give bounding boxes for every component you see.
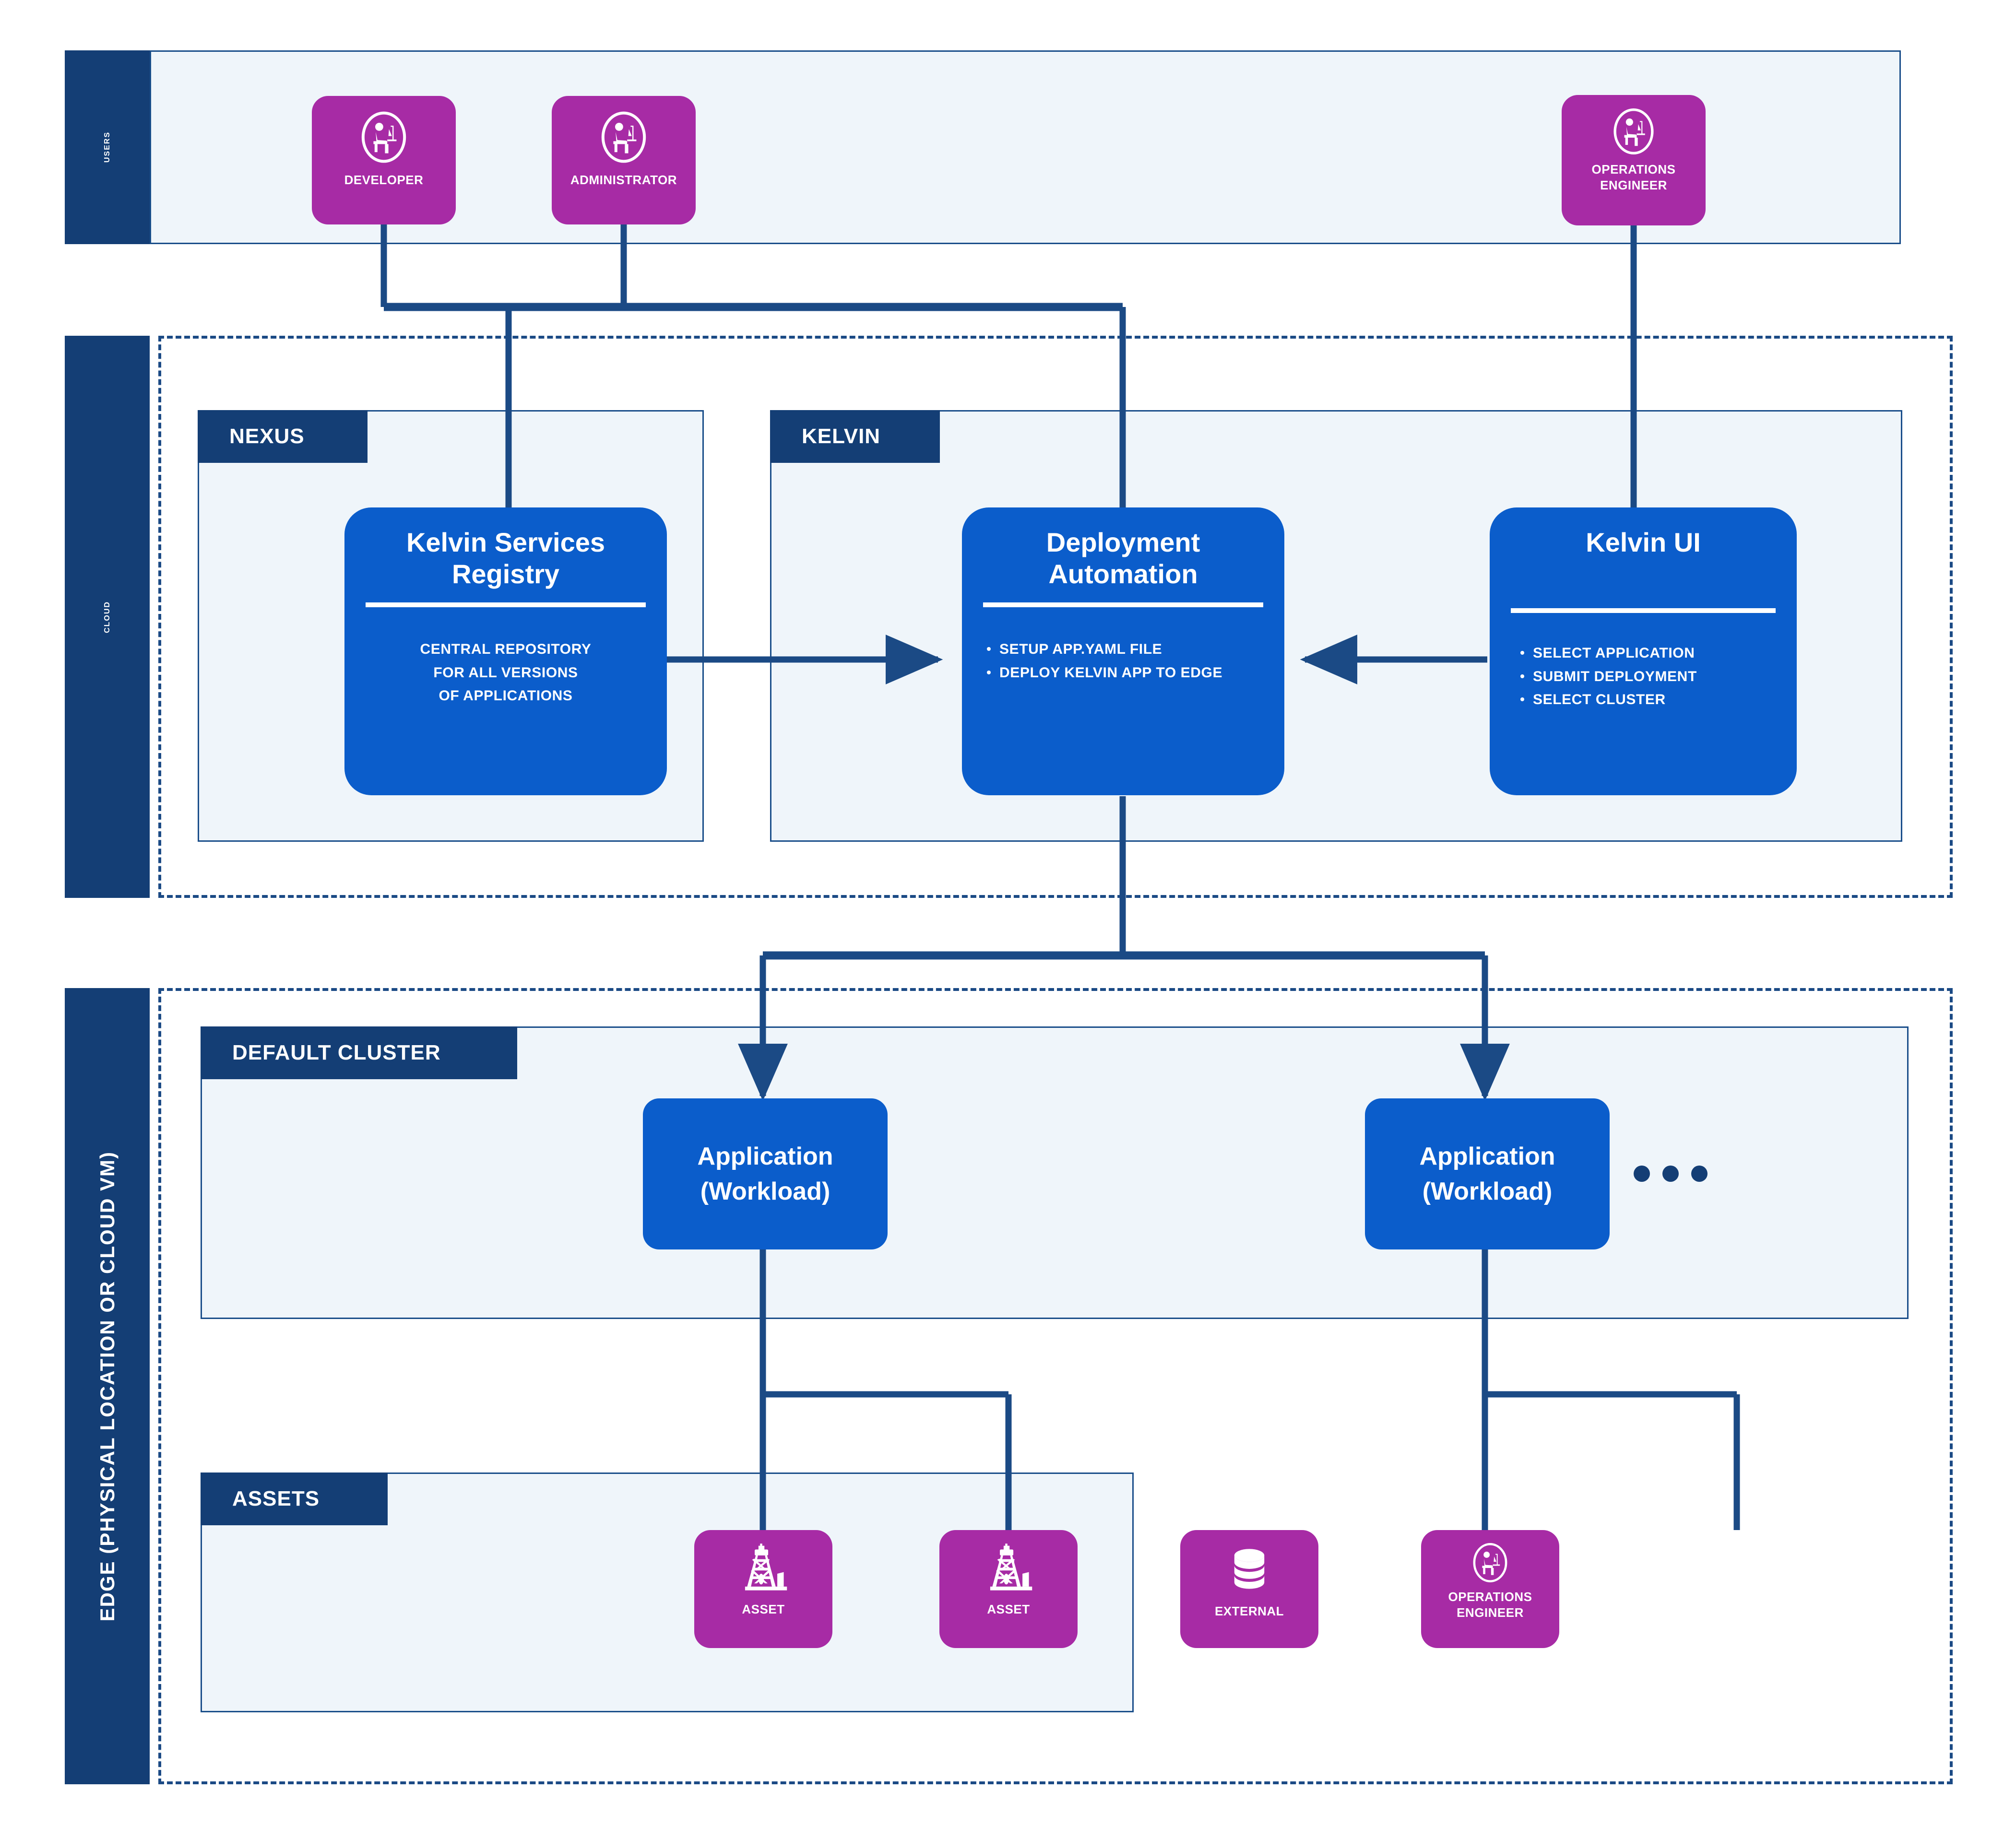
- card-registry-body-line2: FOR ALL VERSIONS: [433, 664, 578, 681]
- section-tab-kelvin: KELVIN: [770, 410, 940, 463]
- card-workload-2-title-line1: Application: [1419, 1142, 1555, 1170]
- user-tile-administrator[interactable]: ADMINISTRATOR: [552, 96, 696, 224]
- asset-tile-2-label: ASSET: [987, 1602, 1030, 1616]
- card-kelvin-ui-title: Kelvin UI: [1586, 527, 1701, 557]
- card-application-workload-1[interactable]: Application (Workload): [643, 1098, 888, 1249]
- asset-tile-operations-engineer-label-line1: OPERATIONS: [1448, 1590, 1532, 1604]
- person-at-desk-icon: [1468, 1541, 1512, 1587]
- oil-derrick-icon: [736, 1543, 790, 1599]
- card-deployment-bullet: DEPLOY KELVIN APP TO EDGE: [983, 661, 1263, 685]
- lane-label-edge: EDGE (PHYSICAL LOCATION OR CLOUD VM): [65, 988, 150, 1784]
- card-kelvin-ui[interactable]: Kelvin UI SELECT APPLICATION SUBMIT DEPL…: [1490, 507, 1797, 795]
- dot-icon: [1691, 1166, 1708, 1182]
- cloud-region-boundary: [158, 336, 1953, 898]
- user-tile-developer[interactable]: DEVELOPER: [312, 96, 456, 224]
- card-workload-1-title-line1: Application: [697, 1142, 833, 1170]
- dot-icon: [1634, 1166, 1650, 1182]
- lane-label-cloud-text: CLOUD: [103, 601, 111, 633]
- lane-label-cloud: CLOUD: [65, 336, 150, 898]
- section-tab-default-cluster: DEFAULT CLUSTER: [201, 1026, 517, 1079]
- database-icon: [1224, 1544, 1274, 1597]
- card-registry-title-line2: Registry: [451, 559, 560, 589]
- card-workload-2-title-line2: (Workload): [1422, 1177, 1553, 1205]
- card-deployment-bullet: SETUP APP.YAML FILE: [983, 638, 1263, 661]
- card-deployment-automation[interactable]: Deployment Automation SETUP APP.YAML FIL…: [962, 507, 1284, 795]
- card-application-workload-2[interactable]: Application (Workload): [1365, 1098, 1610, 1249]
- person-at-desk-icon: [355, 108, 413, 168]
- asset-tile-external[interactable]: EXTERNAL: [1180, 1530, 1318, 1648]
- asset-tile-1-label: ASSET: [742, 1602, 785, 1616]
- lane-label-edge-text: EDGE (PHYSICAL LOCATION OR CLOUD VM): [95, 1151, 119, 1622]
- card-kelvin-services-registry[interactable]: Kelvin Services Registry CENTRAL REPOSIT…: [344, 507, 667, 795]
- card-deployment-title-line2: Automation: [1048, 559, 1198, 589]
- card-registry-divider: [366, 602, 646, 608]
- card-registry-title-line1: Kelvin Services: [406, 527, 605, 557]
- card-deployment-title-line1: Deployment: [1046, 527, 1200, 557]
- card-kelvin-ui-bullet: SELECT APPLICATION: [1517, 642, 1781, 665]
- oil-derrick-icon: [982, 1543, 1035, 1599]
- dot-icon: [1662, 1166, 1679, 1182]
- card-kelvin-ui-bullet: SELECT CLUSTER: [1517, 688, 1781, 712]
- section-tab-assets: ASSETS: [201, 1473, 388, 1525]
- person-at-desk-icon: [595, 108, 652, 168]
- person-at-desk-icon: [1608, 106, 1660, 160]
- user-tile-operations-engineer[interactable]: OPERATIONS ENGINEER: [1562, 95, 1706, 225]
- card-kelvin-ui-divider: [1511, 608, 1776, 613]
- card-deployment-divider: [983, 602, 1263, 608]
- user-tile-operations-engineer-label-line1: OPERATIONS: [1591, 162, 1676, 177]
- user-tile-developer-label: DEVELOPER: [344, 173, 424, 187]
- section-tab-nexus: NEXUS: [198, 410, 368, 463]
- card-kelvin-ui-bullet-list: SELECT APPLICATION SUBMIT DEPLOYMENT SEL…: [1505, 642, 1781, 712]
- card-kelvin-ui-bullet: SUBMIT DEPLOYMENT: [1517, 665, 1781, 689]
- asset-tile-operations-engineer[interactable]: OPERATIONS ENGINEER: [1421, 1530, 1559, 1648]
- card-registry-body-line3: OF APPLICATIONS: [439, 688, 573, 704]
- asset-tile-2[interactable]: ASSET: [939, 1530, 1078, 1648]
- card-deployment-bullet-list: SETUP APP.YAML FILE DEPLOY KELVIN APP TO…: [983, 638, 1263, 684]
- edge-region-boundary: [158, 988, 1953, 1784]
- asset-tile-operations-engineer-label-line2: ENGINEER: [1457, 1605, 1524, 1620]
- user-tile-administrator-label: ADMINISTRATOR: [570, 173, 677, 187]
- more-workloads-indicator: [1634, 1166, 1708, 1182]
- asset-tile-external-label: EXTERNAL: [1214, 1604, 1284, 1618]
- card-registry-body-line1: CENTRAL REPOSITORY: [420, 641, 592, 658]
- lane-label-users: USERS: [65, 50, 150, 244]
- card-workload-1-title-line2: (Workload): [700, 1177, 830, 1205]
- lane-label-users-text: USERS: [103, 131, 111, 163]
- asset-tile-1[interactable]: ASSET: [694, 1530, 832, 1648]
- user-tile-operations-engineer-label-line2: ENGINEER: [1600, 177, 1667, 192]
